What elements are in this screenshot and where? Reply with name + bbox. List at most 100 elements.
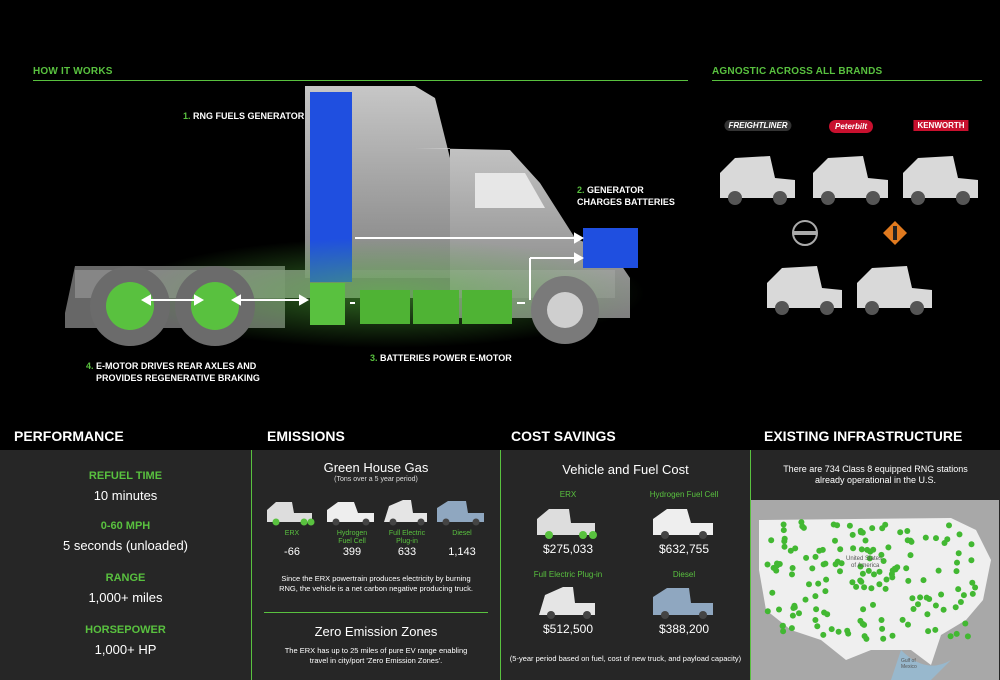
station-dot [878, 551, 885, 558]
truck-icon [903, 156, 978, 205]
cost-value: $275,033 [542, 542, 594, 556]
station-dot [821, 609, 828, 616]
emission-label: Diesel [452, 530, 472, 537]
station-dot [814, 623, 821, 630]
station-dot [859, 620, 866, 627]
accel-value: 5 seconds (unloaded) [62, 538, 189, 553]
zez-note: The ERX has up to 25 miles of pure EV ra… [252, 646, 500, 666]
truck-icon [720, 156, 795, 205]
zez-note-line2: travel in city/port 'Zero Emission Zones… [309, 656, 443, 665]
station-dot [835, 628, 842, 635]
station-dot [962, 620, 969, 627]
station-dot [764, 608, 771, 615]
station-dot [796, 610, 802, 617]
station-dot [780, 527, 787, 534]
station-dot [792, 545, 799, 552]
station-dot [924, 611, 931, 618]
emission-note-line1: Since the ERX powertrain produces electr… [281, 574, 471, 583]
station-dot [806, 581, 812, 588]
station-dot [774, 560, 780, 567]
rear-wheels [90, 266, 255, 346]
station-dot [770, 564, 777, 571]
station-dot [904, 528, 911, 534]
callout-1: 1. RNG FUELS GENERATOR [183, 110, 304, 122]
callout-3-num: 3. [370, 353, 378, 363]
station-dot [844, 627, 851, 634]
station-dot [780, 521, 787, 528]
zez-note-line1: The ERX has up to 25 miles of pure EV ra… [284, 646, 468, 655]
truck-diagram [65, 86, 645, 348]
emissions-panel: Green House Gas (Tons over a 5 year peri… [251, 450, 500, 680]
station-dot [954, 559, 960, 566]
station-dot [860, 606, 867, 613]
station-dot [863, 635, 870, 642]
station-dot [903, 565, 910, 572]
station-dot [791, 602, 798, 609]
cost-cell-erx: ERX $275,033 [513, 490, 623, 560]
callout-4-text: E-MOTOR DRIVES REAR AXLES AND [96, 361, 257, 371]
station-dot [859, 570, 866, 577]
station-dot [915, 601, 921, 608]
station-dot [858, 546, 865, 553]
station-dot [789, 612, 796, 619]
station-dot [820, 631, 827, 638]
callout-4-text2: PROVIDES REGENERATIVE BRAKING [96, 373, 260, 383]
station-dot [789, 571, 795, 578]
agnostic-heading: AGNOSTIC ACROSS ALL BRANDS [712, 66, 883, 77]
station-dot [871, 571, 877, 578]
station-dot [780, 628, 787, 635]
emission-col-hydrogen: Hydrogen Fuel Cell 399 [324, 498, 380, 558]
cost-savings-panel: Vehicle and Fuel Cost ERX $275,033 Hydro… [500, 450, 750, 680]
station-dot [956, 531, 963, 538]
kenworth-logo: KENWORTH [913, 120, 969, 131]
volvo-logo [792, 220, 818, 246]
callout-2-text: GENERATOR [587, 185, 644, 195]
performance-title: PERFORMANCE [14, 428, 124, 444]
infrastructure-panel: There are 734 Class 8 equipped RNG stati… [750, 450, 1000, 680]
station-dot [935, 567, 942, 574]
range-label: RANGE [105, 572, 146, 584]
cost-value: $388,200 [658, 622, 710, 636]
brand-international [852, 220, 938, 315]
station-dot [969, 579, 976, 586]
map-label: United States [846, 556, 882, 562]
station-dot [968, 541, 975, 548]
cost-footnote: (5-year period based on fuel, cost of ne… [509, 654, 742, 663]
station-dot [828, 626, 835, 633]
cost-label: Full Electric Plug-in [533, 570, 603, 579]
emission-label: ERX [284, 530, 300, 537]
station-dot [925, 628, 932, 635]
station-dot [781, 543, 788, 550]
station-dot [885, 544, 892, 551]
generator-engine [583, 228, 638, 268]
station-dot [947, 633, 954, 640]
station-dot [952, 604, 959, 611]
station-dot [933, 535, 939, 542]
station-dot [869, 525, 876, 532]
station-dot [938, 591, 945, 598]
infrastructure-text-line2: already operational in the U.S. [814, 475, 937, 485]
station-dot [865, 567, 872, 574]
station-dot [870, 601, 876, 608]
cost-cell-electric: Full Electric Plug-in $512,500 [513, 570, 623, 640]
ghg-title: Green House Gas [323, 460, 429, 475]
station-dot [907, 552, 914, 559]
station-dot [857, 577, 864, 584]
cost-heading: Vehicle and Fuel Cost [562, 462, 689, 477]
station-dot [768, 537, 775, 544]
station-dot [909, 595, 916, 602]
brand-grid: FREIGHTLINER Peterbilt KENWORTH [710, 110, 985, 330]
station-dot [832, 537, 838, 544]
station-dot [857, 563, 864, 570]
station-dot [882, 585, 889, 592]
battery-packs [360, 290, 512, 324]
callout-3: 3. BATTERIES POWER E-MOTOR [370, 352, 512, 364]
station-dot [955, 586, 962, 593]
truck-icon [813, 156, 888, 205]
station-dot [897, 529, 904, 536]
station-dot [850, 545, 857, 552]
station-dot [917, 594, 924, 601]
infrastructure-text: There are 734 Class 8 equipped RNG stati… [751, 464, 1000, 486]
emissions-title: EMISSIONS [267, 428, 345, 444]
rng-station-map[interactable]: United States of America Gulf of Mexico [751, 500, 999, 680]
